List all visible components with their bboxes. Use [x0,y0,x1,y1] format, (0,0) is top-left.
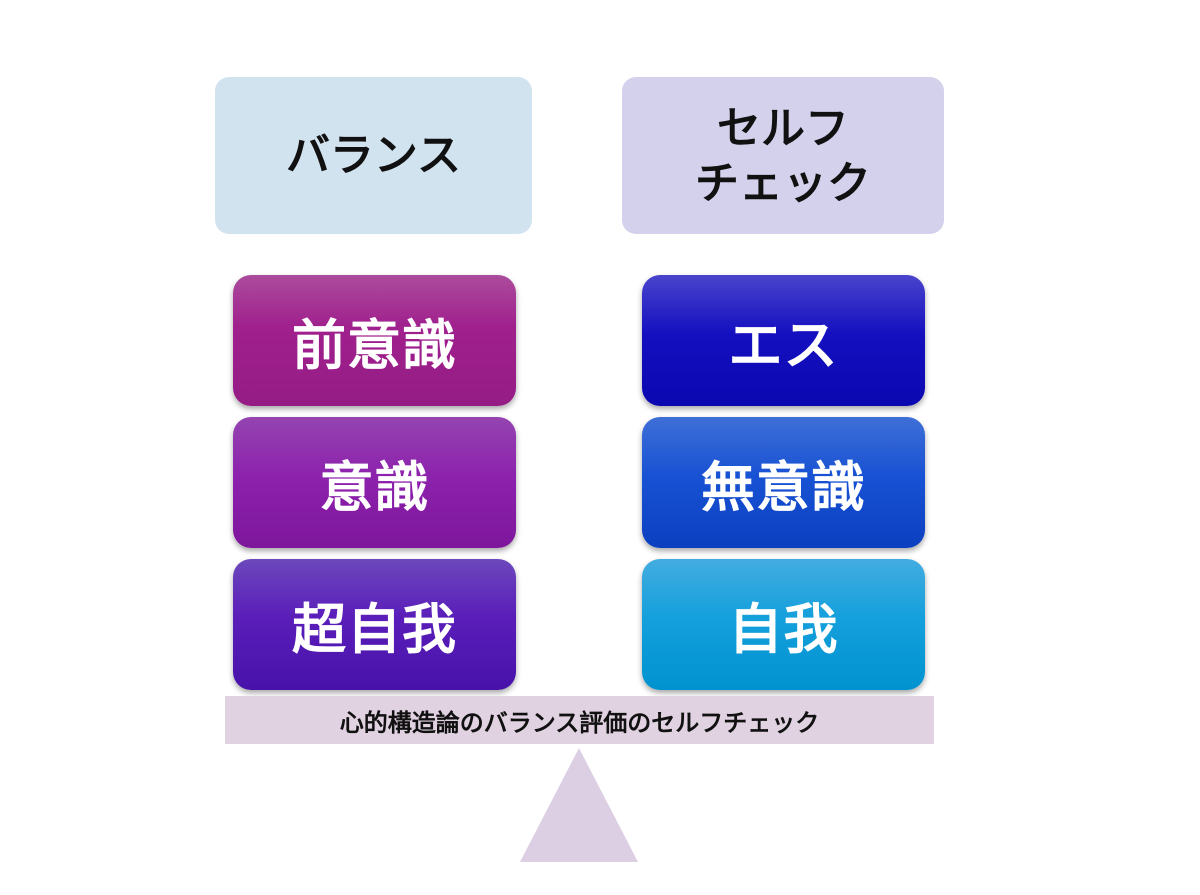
box-ego: 自我 [642,559,925,690]
box-unconscious: 無意識 [642,417,925,548]
header-self-check: セルフ チェック [622,77,944,234]
fulcrum-triangle [520,748,638,862]
balance-beam-label: 心的構造論のバランス評価のセルフチェック [225,696,934,744]
box-superego: 超自我 [233,559,516,690]
box-id: エス [642,275,925,406]
header-balance: バランス [215,77,532,234]
box-conscious: 意識 [233,417,516,548]
box-preconscious: 前意識 [233,275,516,406]
